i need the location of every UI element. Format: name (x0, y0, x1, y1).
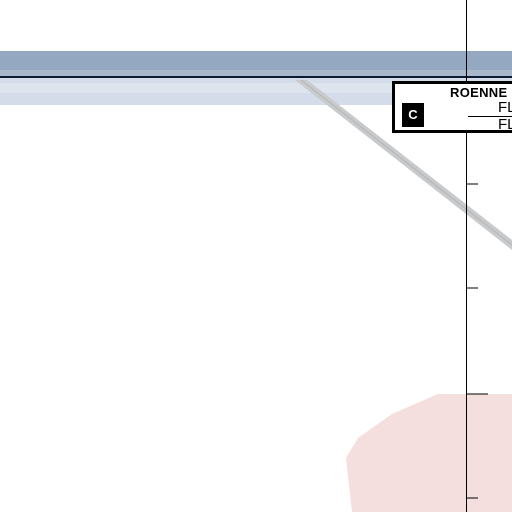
airspace-class-badge: C (402, 103, 424, 127)
airway-band-middle (0, 70, 512, 76)
route-line-edge (300, 79, 512, 246)
route-line-diagonal (295, 80, 512, 250)
airspace-name: ROENNE (450, 85, 508, 100)
airspace-lower-limit: FL (498, 116, 512, 133)
restricted-area[interactable] (346, 394, 512, 512)
airspace-upper-limit: FL (498, 99, 512, 116)
airway-band-upper (0, 51, 512, 70)
airspace-label-box[interactable]: C ROENNE FL FL (392, 81, 512, 133)
airway-band-lower-inner (0, 83, 512, 93)
limit-divider (468, 116, 512, 117)
airway-centerline (0, 76, 512, 78)
